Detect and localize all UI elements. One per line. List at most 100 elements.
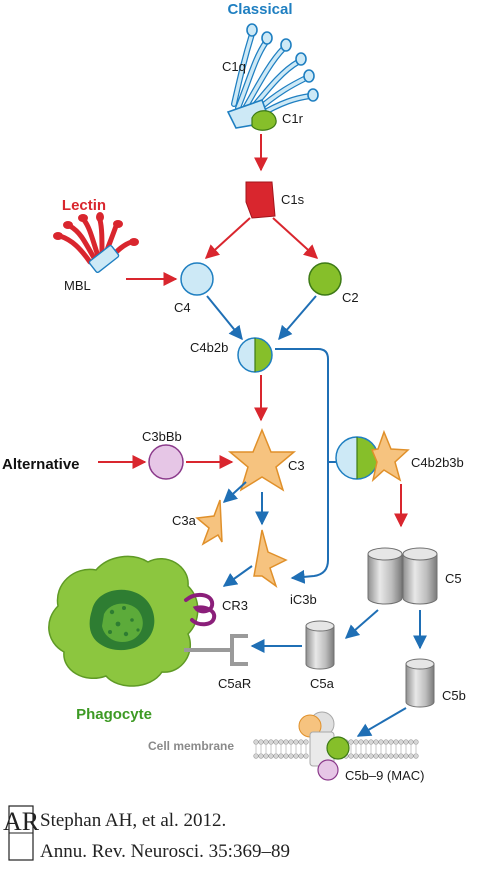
arrow-ic3b-to-cr3 — [222, 565, 253, 587]
lipid-head — [353, 753, 359, 759]
c5ar-receptor — [184, 634, 248, 666]
cell-membrane-label: Cell membrane — [148, 739, 234, 753]
lipid-head — [378, 753, 384, 759]
lipid-head — [373, 739, 379, 745]
ar-logo-text: AR — [3, 807, 40, 836]
arrow-c4-to-c4b2b — [206, 295, 243, 341]
arrow-c4b2b-loop-to-ic3b — [275, 348, 329, 584]
c1s-molecule — [245, 181, 276, 219]
lipid-head — [253, 753, 259, 759]
arrow-c3-to-c3a — [222, 481, 247, 503]
lipid-head — [288, 739, 294, 745]
cr3-label: CR3 — [222, 598, 248, 613]
ic3b-molecule — [253, 529, 288, 588]
lipid-head — [393, 739, 399, 745]
c3-label: C3 — [288, 458, 305, 473]
lipid-head — [298, 739, 304, 745]
c4b2b3b-complex — [335, 429, 410, 483]
lipid-head — [403, 739, 409, 745]
lipid-head — [383, 753, 389, 759]
c5b-molecule — [405, 658, 435, 708]
c3-molecule — [227, 428, 297, 492]
classical-pathway-title: Classical — [227, 1, 292, 18]
lipid-head — [398, 739, 404, 745]
c1r-label: C1r — [282, 111, 304, 126]
lipid-head — [383, 739, 389, 745]
lipid-head — [263, 739, 269, 745]
lipid-head — [303, 739, 309, 745]
lipid-head — [268, 739, 274, 745]
lipid-head — [358, 739, 364, 745]
c1r-molecule — [251, 110, 277, 131]
annual-reviews-logo: AR — [3, 805, 40, 861]
arrow-c2-to-c4b2b — [278, 295, 317, 341]
c3bbb-label: C3bBb — [142, 429, 182, 444]
lipid-head — [368, 739, 374, 745]
c5a-molecule — [305, 620, 335, 670]
lipid-head — [268, 753, 274, 759]
lipid-head — [283, 753, 289, 759]
lipid-head — [408, 739, 414, 745]
lipid-head — [373, 753, 379, 759]
phagocyte-cell — [48, 555, 199, 687]
lipid-head — [278, 739, 284, 745]
c5ar-label: C5aR — [218, 676, 251, 691]
c5-label: C5 — [445, 571, 462, 586]
lipid-head — [358, 753, 364, 759]
c4b2b-complex — [237, 337, 273, 373]
lipid-head — [278, 753, 284, 759]
c4b2b3b-label: C4b2b3b — [411, 455, 464, 470]
lipid-head — [253, 739, 259, 745]
alternative-pathway-title: Alternative — [2, 456, 80, 473]
c1q-molecule — [226, 23, 319, 129]
c3bbb-molecule — [148, 444, 184, 480]
mac-label: C5b–9 (MAC) — [345, 768, 424, 783]
c1q-label: C1q — [222, 59, 246, 74]
lipid-head — [293, 753, 299, 759]
lipid-head — [413, 739, 419, 745]
c4-label: C4 — [174, 300, 191, 315]
lipid-head — [273, 739, 279, 745]
lipid-head — [408, 753, 414, 759]
lipid-head — [348, 739, 354, 745]
c3a-label: C3a — [172, 513, 197, 528]
mbl-label: MBL — [64, 278, 91, 293]
lipid-head — [363, 739, 369, 745]
lipid-head — [413, 753, 419, 759]
citation-line-2: Annu. Rev. Neurosci. 35:369–89 — [40, 841, 290, 862]
c5a-label: C5a — [310, 676, 335, 691]
ic3b-label: iC3b — [290, 592, 317, 607]
lipid-head — [403, 753, 409, 759]
cr3-receptor — [184, 593, 217, 627]
lipid-head — [293, 739, 299, 745]
c4-molecule — [180, 262, 214, 296]
lipid-head — [263, 753, 269, 759]
lipid-head — [258, 753, 264, 759]
lipid-head — [303, 753, 309, 759]
lipid-head — [258, 739, 264, 745]
lectin-pathway-title: Lectin — [62, 197, 106, 214]
lipid-head — [348, 753, 354, 759]
lipid-head — [298, 753, 304, 759]
citation-line-1: Stephan AH, et al. 2012. — [40, 810, 226, 831]
c3a-molecule — [195, 499, 223, 546]
lipid-head — [288, 753, 294, 759]
c5-molecule — [367, 547, 438, 605]
phagocyte-label: Phagocyte — [76, 706, 152, 723]
lipid-head — [368, 753, 374, 759]
lipid-head — [388, 753, 394, 759]
lipid-head — [388, 739, 394, 745]
lipid-head — [393, 753, 399, 759]
lipid-head — [363, 753, 369, 759]
lipid-head — [398, 753, 404, 759]
c5b-label: C5b — [442, 688, 466, 703]
mbl-molecule — [53, 212, 139, 274]
c4b2b-label: C4b2b — [190, 340, 228, 355]
arrow-c5b-to-mac — [356, 707, 407, 737]
lipid-head — [378, 739, 384, 745]
arrow-c5-to-c5a — [344, 609, 379, 639]
c2-label: C2 — [342, 290, 359, 305]
arrow-c1s-to-c4 — [204, 217, 251, 259]
lipid-head — [273, 753, 279, 759]
